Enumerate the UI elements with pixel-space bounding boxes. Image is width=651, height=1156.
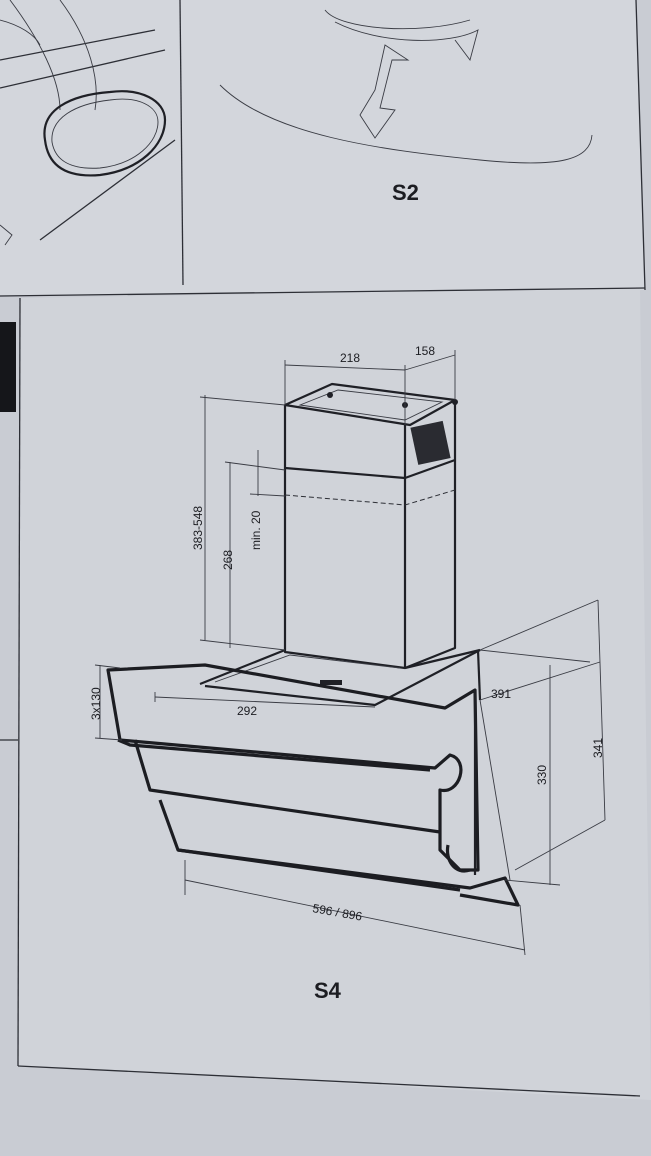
dim-glass-thickness: 3x130 <box>89 687 103 720</box>
dim-chimney-width: 218 <box>340 351 360 365</box>
main-panel <box>18 288 651 1100</box>
page-tab-marker <box>0 322 16 412</box>
glass-panel <box>106 663 480 872</box>
vent-grille <box>410 420 451 465</box>
dim-bracket-width: 292 <box>237 704 257 718</box>
panel-frame <box>0 0 646 1097</box>
s2-diagram <box>219 9 593 164</box>
top-panel <box>0 0 645 296</box>
hood-drawing <box>106 382 520 907</box>
dim-min-overlap: min. 20 <box>249 510 263 550</box>
figure-label-s4: S4 <box>314 978 342 1003</box>
dimension-lines <box>94 350 606 956</box>
figure-label-s2: S2 <box>392 180 419 205</box>
dim-total-height: 341 <box>591 738 605 758</box>
dim-chimney-height: 268 <box>221 550 235 570</box>
dim-chimney-depth: 158 <box>415 344 435 358</box>
dim-hood-height: 330 <box>535 765 549 785</box>
top-left-fragment <box>0 0 176 246</box>
dim-height-range: 383-548 <box>191 506 205 550</box>
dim-depth: 391 <box>491 687 511 701</box>
